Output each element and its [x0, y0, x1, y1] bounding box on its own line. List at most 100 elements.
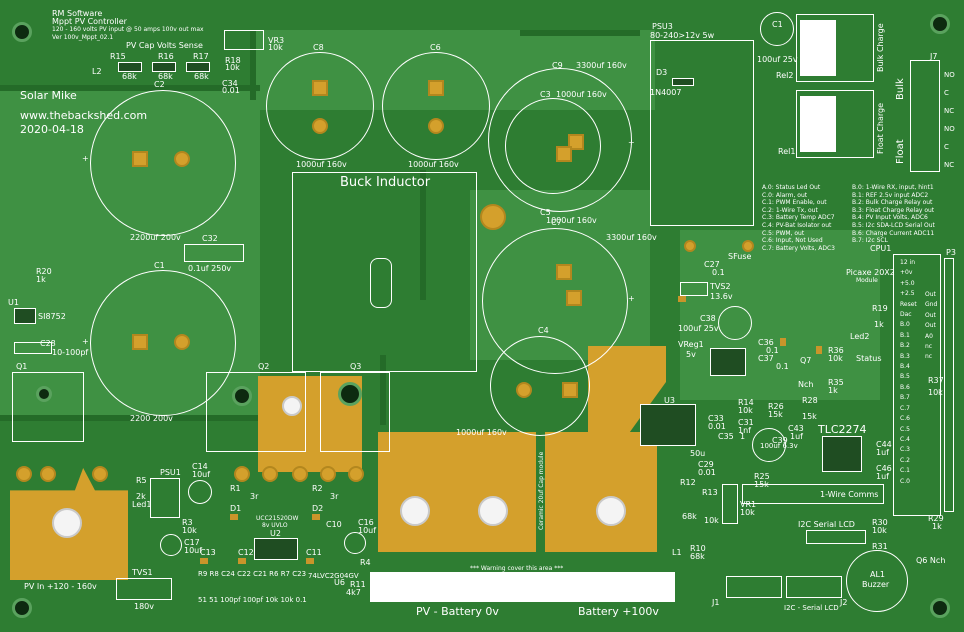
cpu-pin-r3: Out	[925, 322, 936, 330]
warning-label: *** Warning cover this area ***	[470, 565, 564, 572]
pv-battery-terminal-2	[478, 496, 508, 526]
r30-value: 10k	[872, 526, 887, 535]
c10-ref: C10	[326, 520, 342, 529]
i2c-header	[806, 530, 866, 544]
pin-map-left-4: C.3: Battery Temp ADC7	[762, 214, 835, 222]
r20-ref: R20	[36, 267, 52, 276]
c8-pad-plus	[312, 80, 328, 96]
c16-outline	[344, 532, 366, 554]
c38-outline	[718, 306, 752, 340]
trace-6	[520, 30, 640, 36]
r26-ref: R26	[768, 402, 784, 411]
d3-ref: D3	[656, 68, 668, 77]
led2-ref: Led2	[850, 332, 870, 341]
rel1-ref: Rel1	[778, 147, 796, 156]
c8-value: 1000uf 160v	[296, 160, 347, 169]
r28-ref: R28	[802, 396, 818, 405]
psu3-body	[650, 40, 754, 226]
c5-value: 1000uf 160v	[546, 216, 597, 225]
cpu-pins-left: 12 in +0v +5.0 +2.5 Reset Dac B.0 B.1 B.…	[900, 258, 917, 487]
pin-map-right-2: B.2: Bulk Charge Relay out	[852, 199, 933, 207]
c44-ref: C44	[876, 440, 892, 449]
c16-ref: C16	[358, 518, 374, 527]
c39-outline	[752, 428, 786, 462]
cpu-pin-r0: Out	[925, 291, 936, 298]
cpu-pin-r4: A0	[925, 332, 933, 340]
psu3-value: 80-240>12v 5w	[650, 31, 715, 40]
q3-pad-2	[320, 466, 336, 482]
r17-value: 68k	[194, 72, 209, 81]
r15-ref: R15	[110, 52, 126, 61]
c14-value: 10uf	[192, 470, 211, 479]
cpu-pin-l19: C.2	[900, 456, 910, 464]
tvs2-ref: TVS2	[710, 282, 731, 291]
c1a-ref: C1	[772, 20, 783, 29]
c9-pad-a	[568, 134, 584, 150]
cpu-pin-r2: Out	[925, 311, 936, 319]
c12-ref: C12	[238, 548, 254, 557]
c34-value: 0.01	[222, 86, 240, 95]
r10-ref: R10	[690, 544, 706, 553]
c13-ref: C13	[200, 548, 216, 557]
tvs1-ref: TVS1	[132, 568, 153, 577]
q2-pad-2	[262, 466, 278, 482]
pv-in-label: PV In +120 - 160v	[24, 582, 97, 591]
r19-value: 1k	[874, 320, 884, 329]
smd-pad-1	[230, 514, 238, 520]
header-line2: Mppt PV Controller	[52, 17, 127, 26]
c27-ref: C27	[704, 260, 720, 269]
u2-body	[254, 538, 298, 560]
smd-pad-4	[238, 558, 246, 564]
r16-ref: R16	[158, 52, 174, 61]
c1a-value: 100uf 25v	[757, 55, 798, 64]
mounting-hole-bottom-left	[12, 598, 32, 618]
u3-ref: U3	[664, 396, 675, 405]
tvs2-value: 13.6v	[710, 292, 733, 301]
r3-ref: R3	[182, 518, 193, 527]
r18-ref: R18	[225, 56, 241, 65]
q1-pad-3	[92, 466, 108, 482]
c1-pad-plus	[132, 334, 148, 350]
smd-pad-6	[678, 296, 686, 302]
cpu-pin-l7: B.1	[900, 331, 910, 339]
c7-pad-a	[556, 264, 572, 280]
j1-ref: J1	[712, 598, 720, 607]
vreg1-ref: VReg1	[678, 340, 704, 349]
c3-value: 1000uf 160v	[556, 90, 607, 99]
d1-ref: D1	[230, 504, 242, 513]
one-wire-label: 1-Wire Comms	[820, 490, 879, 499]
c44-value: 1uf	[876, 448, 889, 457]
q1-body	[12, 372, 84, 442]
q3-mount-hole	[338, 382, 362, 406]
r29-value: 1k	[932, 522, 942, 531]
cpu-pin-l11: B.5	[900, 373, 910, 381]
r5-ref: R5	[136, 476, 147, 485]
smd-pad-8	[816, 346, 822, 354]
j7-pin-4: NO	[944, 125, 955, 133]
r28-value: 15k	[802, 412, 817, 421]
pin-map-left-8: C.7: Battery Volts, ADC3	[762, 244, 835, 252]
float-charge-label: Float Charge	[876, 102, 885, 154]
u2-value: UCC21520DW	[256, 515, 299, 522]
j7-pin-5: C	[944, 143, 949, 151]
cpu-pin-l14: C.7	[900, 404, 910, 412]
r16-value: 68k	[158, 72, 173, 81]
c1-ref: C1	[154, 261, 165, 270]
j7-pin-6: NC	[944, 161, 955, 169]
trace-2	[250, 30, 256, 100]
battery-pad	[545, 432, 657, 552]
c38-value: 100uf 25v	[678, 324, 719, 333]
c4-outline	[490, 336, 590, 436]
r36-value: 10k	[828, 354, 843, 363]
r35-ref: R35	[828, 378, 844, 387]
c35-value: 1	[740, 432, 746, 441]
r19-ref: R19	[872, 304, 888, 313]
c14-ref: C14	[192, 462, 208, 471]
cpu-pin-r6: nc	[925, 353, 933, 361]
c33-ref: C33	[708, 414, 724, 423]
c2-outline	[90, 90, 236, 236]
q2-mount-hole	[282, 396, 302, 416]
c8-outline	[266, 52, 374, 160]
jumper-pad-1	[684, 240, 696, 252]
